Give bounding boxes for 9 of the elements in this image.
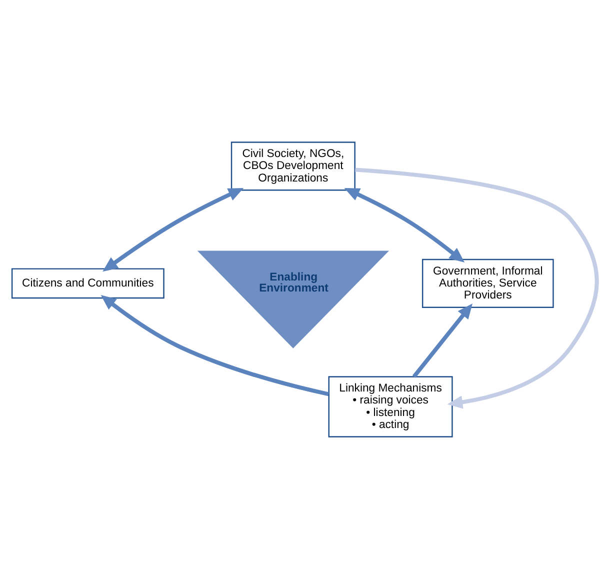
node-box: Government, Informal Authorities, Service Providers <box>422 258 554 308</box>
arrow <box>355 168 599 409</box>
arrow <box>100 295 330 396</box>
arrow <box>344 188 465 263</box>
node-box: Civil Society, NGOs, CBOs Development Organizations <box>230 142 356 191</box>
arrow <box>412 303 473 378</box>
node-box: Linking Mechanisms • raising voices • listening • acting <box>328 376 453 438</box>
arrow <box>102 188 244 272</box>
node-box: Citizens and Communities <box>11 268 164 299</box>
